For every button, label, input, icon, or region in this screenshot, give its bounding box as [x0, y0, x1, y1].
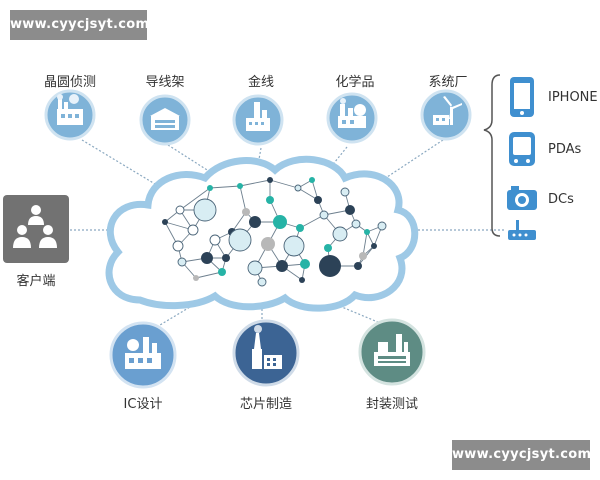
network-node [218, 268, 226, 276]
network-node [266, 196, 274, 204]
top-node-4 [326, 92, 378, 144]
network-edge [231, 211, 247, 233]
router-icon [508, 230, 536, 240]
network-node [249, 216, 261, 228]
connector-top-1 [81, 139, 166, 191]
plant-icon [246, 102, 270, 131]
network-node [162, 219, 168, 225]
bottom-node-3 [358, 318, 426, 386]
network-node [247, 260, 263, 276]
bottom-node-label: 芯片制造 [239, 397, 292, 412]
chip-plant-icon [252, 325, 282, 369]
network-node [371, 243, 377, 249]
network-node [187, 224, 199, 236]
network-node [209, 234, 221, 246]
network-node [345, 205, 355, 215]
network-edge [269, 179, 299, 189]
network-node [273, 215, 287, 229]
network-edge [299, 214, 325, 229]
network-node [283, 235, 305, 257]
network-node [228, 228, 252, 252]
device-iphone [510, 77, 534, 117]
network-node [314, 196, 322, 204]
network-node [332, 226, 348, 242]
network-edge [179, 187, 211, 211]
network-node [193, 275, 199, 281]
top-node-5 [420, 89, 472, 141]
network-edge [239, 185, 247, 213]
network-node [351, 219, 361, 229]
network-node [354, 262, 362, 270]
top-node-1 [44, 89, 96, 141]
connector-bottom-3 [324, 299, 386, 326]
network-node [193, 198, 217, 222]
network-edge [195, 271, 223, 279]
network-node [257, 277, 267, 287]
factory-icon [57, 94, 83, 125]
bottom-node-1 [109, 321, 177, 389]
bottom-node-2 [232, 319, 300, 387]
users-icon [13, 205, 57, 248]
network-node [359, 252, 367, 260]
top-node-2 [139, 94, 191, 146]
connector-top-4 [329, 146, 348, 169]
network-node [207, 185, 213, 191]
network-node [261, 237, 275, 251]
network-node [364, 229, 370, 235]
device-label: PDAs [548, 142, 582, 157]
top-node-label: 系统厂 [428, 75, 468, 90]
network-node [201, 252, 213, 264]
network-node [377, 221, 387, 231]
wind-turbine-icon [433, 96, 462, 125]
device-label: IPHONE [548, 90, 598, 105]
network-node [324, 244, 332, 252]
network-node [299, 277, 305, 283]
network-node [319, 255, 341, 277]
network-node [309, 177, 315, 183]
top-node-label: 导线架 [145, 75, 185, 90]
network-node [267, 177, 273, 183]
connector-top-5 [374, 139, 444, 186]
connector-top-3 [257, 147, 262, 166]
network-edge [239, 179, 271, 187]
device-router [508, 220, 536, 240]
watermark-bottom: www.cyycjsyt.com [452, 440, 591, 470]
top-node-label: 晶圆侦测 [43, 75, 96, 90]
network-node [175, 205, 185, 215]
client-label: 客户端 [16, 274, 56, 289]
network-node [177, 257, 187, 267]
client-node [3, 195, 69, 263]
network-node [237, 183, 243, 189]
network-nodes [162, 177, 387, 287]
watermark-top: www.cyycjsyt.com [10, 10, 149, 40]
top-node-label: 金线 [247, 75, 274, 90]
ic-factory-icon [125, 337, 161, 369]
network-node [276, 260, 288, 272]
top-node-label: 化学品 [335, 75, 375, 90]
connector-top-2 [167, 144, 216, 176]
device-bracket [483, 74, 501, 237]
device-label: DCs [548, 192, 574, 207]
network-edge [209, 185, 241, 189]
network-node [294, 184, 302, 192]
bottom-node-label: 封装测试 [365, 397, 418, 412]
network-node [340, 187, 350, 197]
network-node [242, 208, 250, 216]
bottom-node-label: IC设计 [123, 397, 163, 412]
packaging-plant-icon [374, 334, 410, 366]
network-node [300, 259, 310, 269]
network-node [319, 210, 329, 220]
device-pda [509, 132, 535, 166]
network-node [172, 240, 184, 252]
chemical-plant-icon [338, 98, 366, 128]
device-dc [507, 186, 537, 210]
warehouse-icon [150, 108, 180, 130]
top-node-3 [232, 94, 284, 146]
network-node [296, 224, 304, 232]
network-node [222, 254, 230, 262]
network-edge [362, 231, 368, 257]
